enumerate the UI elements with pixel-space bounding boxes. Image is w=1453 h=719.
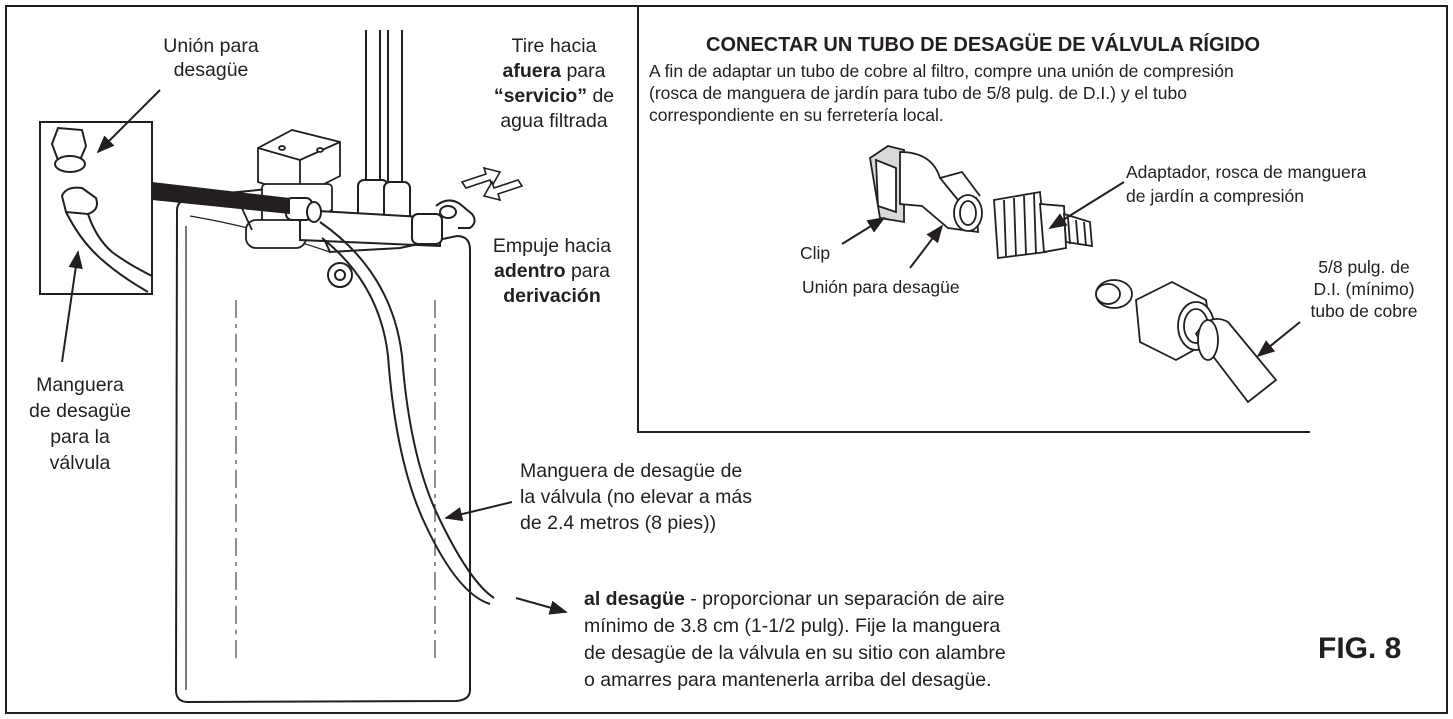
hose-mid-line-3: de 2.4 metros (8 pies)) [520, 512, 717, 534]
push-line-1: Empuje hacia [492, 235, 612, 257]
union-label-line-2: desagüe [173, 59, 249, 81]
push-line-3: derivación [503, 285, 601, 307]
rigid-drain-assembly [869, 145, 1278, 404]
push-line-2-rest: para [565, 260, 610, 282]
pull-push-arrows [460, 166, 524, 202]
union-pointer-arrow [96, 89, 161, 154]
pull-line-2-rest: para [561, 60, 606, 82]
drain-line-1-rest: - proporcionar un separación de aire [684, 588, 1005, 610]
tube-label: 5/8 pulg. de D.I. (mínimo) tubo de cobre [1284, 256, 1444, 322]
hose-mid-line-2: la válvula (no elevar a más [520, 486, 752, 508]
supply-pipes [354, 30, 414, 241]
pull-afuera: afuera [502, 60, 562, 82]
adapter-pointer-arrow [1048, 181, 1125, 229]
clip-pointer-arrow [841, 217, 886, 245]
push-adentro: adentro [494, 260, 566, 282]
inset-body-line-2: (rosca de manguera de jardín para tubo d… [649, 83, 1187, 103]
push-label: Empuje hacia adentro para derivación [478, 234, 626, 309]
drain-hose [319, 221, 495, 605]
tube-line-2: D.I. (mínimo) [1313, 279, 1415, 299]
push-line-2: adentro para [478, 259, 626, 284]
hose-left-line-4: válvula [49, 452, 111, 474]
union-label-line-1: Unión para [163, 35, 259, 57]
pull-line-2: afuera para [484, 59, 624, 84]
adapter-line-2: de jardín a compresión [1126, 186, 1305, 206]
inset-title: CONECTAR UN TUBO DE DESAGÜE DE VÁLVULA R… [706, 34, 1261, 56]
hose-left-line-2: de desagüe [29, 400, 131, 422]
inset-body-line-3: correspondiente en su ferretería local. [649, 105, 944, 125]
union-label: Unión para desagüe [156, 34, 266, 82]
outer-frame [5, 5, 1448, 714]
drain-line-1: al desagüe - proporcionar un separación … [584, 586, 1006, 613]
brine-elbow [327, 262, 353, 288]
hose-left-pointer-arrow [61, 250, 83, 363]
figure-label: FIG. 8 [1318, 632, 1402, 665]
pull-line-3-rest: de [587, 85, 615, 107]
drain-bold: al desagüe [584, 588, 685, 610]
pull-label: Tire hacia afuera para “servicio” de agu… [484, 34, 624, 134]
softener-cabinet [174, 184, 471, 704]
zoom-wedge [152, 182, 290, 214]
adapter-label: Adaptador, rosca de manguera de jardín a… [1126, 160, 1366, 208]
hose-left-label: Manguera de desagüe para la válvula [10, 372, 150, 476]
tube-pointer-arrow [1256, 321, 1301, 358]
adapter-line-1: Adaptador, rosca de manguera [1126, 162, 1367, 182]
drain-closeup [39, 121, 153, 295]
clip-label: Clip [800, 243, 831, 263]
pull-line-3: “servicio” de [484, 84, 624, 109]
pull-line-4: agua filtrada [500, 110, 608, 132]
drain-line-3: de desagüe de la válvula en su sitio con… [584, 642, 1006, 664]
inset-frame [637, 6, 1310, 433]
hose-left-line-3: para la [50, 426, 110, 448]
drain-fitting [285, 197, 322, 223]
pull-servicio: “servicio” [493, 85, 588, 107]
hose-left-line-1: Manguera [36, 374, 124, 396]
bypass-valve [299, 199, 476, 248]
union-inset-label: Unión para desagüe [802, 277, 960, 297]
tube-line-3: tubo de cobre [1310, 301, 1418, 321]
hose-mid-label: Manguera de desagüe de la válvula (no el… [520, 458, 752, 536]
drain-note: al desagüe - proporcionar un separación … [584, 586, 1006, 694]
drain-line-4: o amarres para mantenerla arriba del des… [584, 669, 992, 691]
hose-mid-line-1: Manguera de desagüe de [520, 460, 743, 482]
drain-pointer-arrow [515, 597, 568, 615]
inset-body: A fin de adaptar un tubo de cobre al fil… [649, 60, 1234, 126]
pull-line-1: Tire hacia [511, 35, 597, 57]
tube-line-1: 5/8 pulg. de [1318, 257, 1410, 277]
hose-mid-pointer-arrow [444, 501, 513, 522]
union-inset-pointer-arrow [909, 224, 944, 269]
drain-line-2: mínimo de 3.8 cm (1-1/2 pulg). Fije la m… [584, 615, 1001, 637]
inset-body-line-1: A fin de adaptar un tubo de cobre al fil… [649, 61, 1234, 81]
